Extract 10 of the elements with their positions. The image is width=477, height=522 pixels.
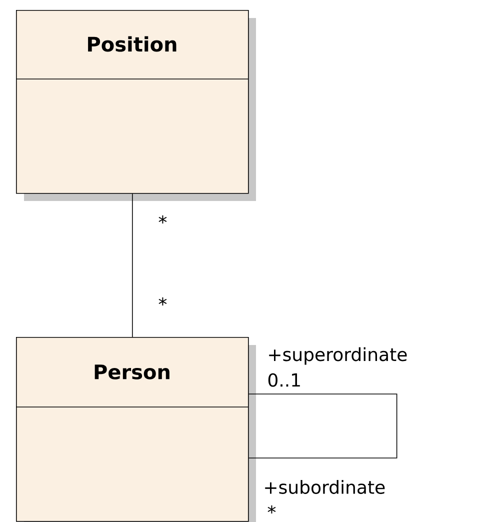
multiplicity-label: * <box>158 215 167 224</box>
class-box: Person <box>16 337 256 522</box>
multiplicity-label: * <box>158 297 167 306</box>
association-line <box>132 193 133 338</box>
multiplicity-label: +superordinate <box>269 347 407 365</box>
multiplicity-label: 0..1 <box>268 373 300 387</box>
multiplicity-label: * <box>268 505 276 514</box>
self-association-line <box>248 394 398 458</box>
class-box: Position <box>16 10 256 201</box>
multiplicity-label: +subordinate <box>265 480 385 494</box>
